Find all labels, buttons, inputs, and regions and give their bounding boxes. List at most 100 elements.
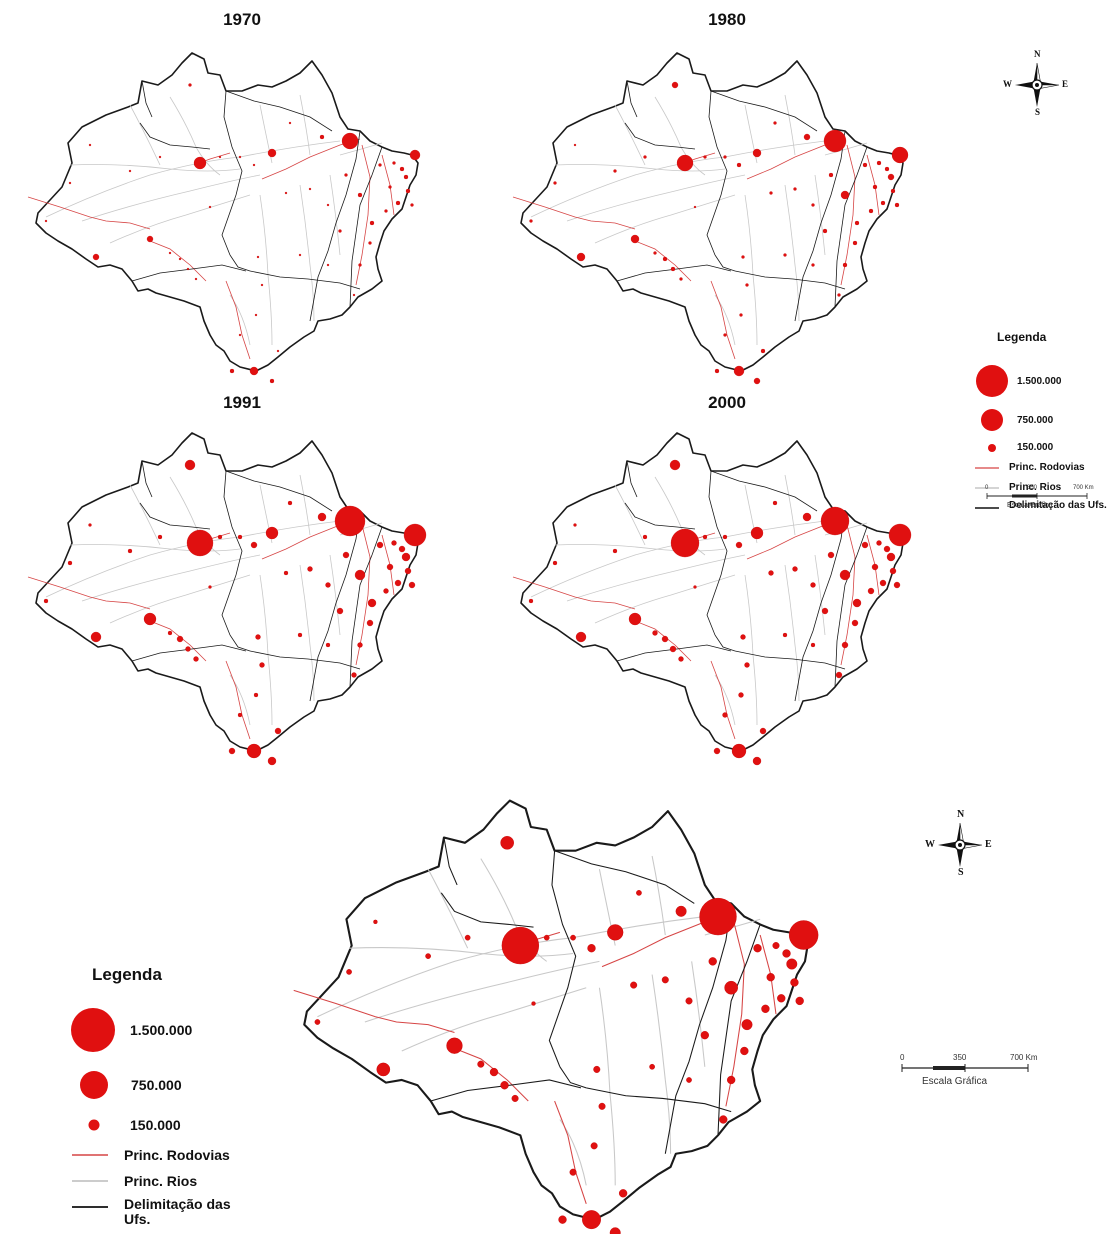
map-1991-region-outline	[35, 432, 419, 752]
map-1991-city-marker	[88, 523, 92, 527]
map-1991-city-marker	[367, 598, 377, 608]
map-1980-city-marker	[894, 202, 900, 208]
map-large-city-marker	[636, 890, 642, 896]
map-large-city-marker	[727, 1075, 736, 1085]
map-large-river	[349, 947, 574, 957]
legend-small-borders: Delimitação das Ufs.	[975, 500, 1109, 512]
map-large-city-marker	[598, 1102, 606, 1110]
map-1991-city-marker	[143, 612, 157, 626]
legend-large-title: Legenda	[92, 965, 162, 984]
compass-s: S	[958, 867, 964, 878]
map-large-city-marker	[786, 958, 798, 970]
map-large-river	[651, 855, 666, 936]
map-1980-city-marker	[828, 172, 834, 178]
map-1980-city-marker	[736, 162, 742, 168]
map-2000-city-marker	[835, 671, 843, 679]
map-2000-city-marker	[861, 541, 869, 549]
map-1970-city-marker	[128, 169, 132, 173]
map-1991-city-marker	[259, 662, 265, 668]
map-large-city-marker	[511, 1094, 519, 1102]
map-large-state-border	[440, 892, 534, 928]
map-1991-city-marker	[354, 569, 366, 581]
compass-top: N S E W	[1003, 49, 1068, 117]
map-1970-city-marker	[288, 121, 292, 125]
map-1980-city-marker	[703, 155, 707, 159]
map-large-city-marker	[593, 1065, 601, 1073]
map-2000-city-marker	[821, 607, 829, 615]
map-1970-city-marker	[269, 378, 275, 384]
map-2000-city-marker	[841, 641, 849, 649]
map-1980-city-marker	[529, 219, 533, 223]
map-1991-city-marker	[398, 545, 406, 553]
map-1991-state-border	[349, 526, 383, 688]
map-large-city-marker	[501, 926, 539, 965]
map-1980-city-marker	[890, 188, 896, 194]
map-1970-city-marker	[238, 333, 242, 337]
map-large-city-marker	[630, 981, 638, 989]
map-1980-city-marker	[840, 190, 850, 200]
legend-large-rivers: Princ. Rios	[72, 1173, 197, 1189]
map-1991-city-marker	[334, 505, 366, 537]
map-1991-city-marker	[307, 566, 313, 572]
map-large-city-marker	[719, 1115, 728, 1124]
map-large-city-marker	[425, 953, 431, 959]
map-2000-city-marker	[820, 506, 850, 536]
map-2000-city-marker	[867, 587, 875, 595]
map-2000-city-marker	[782, 632, 788, 638]
map-1991-city-marker	[127, 548, 133, 554]
map-1970-city-marker	[254, 313, 258, 317]
map-1991-city-marker	[404, 567, 412, 575]
map-1980-river	[654, 96, 706, 176]
map-1980-state-border	[616, 264, 732, 282]
map-large-state-border	[443, 837, 458, 886]
map-1970-city-marker	[369, 220, 375, 226]
map-large-city-marker	[570, 934, 576, 941]
map-2000-river	[784, 474, 796, 536]
map-1980-city-marker	[676, 154, 694, 172]
map-1970-city-marker	[395, 200, 401, 206]
map-1980-city-marker	[842, 262, 848, 268]
map-2000-river	[566, 554, 746, 602]
map-2000-river	[784, 564, 800, 702]
map-2000-city-marker	[552, 560, 558, 566]
map-1970-city-marker	[399, 166, 405, 172]
map-1980-city-marker	[613, 169, 617, 173]
map-1991	[27, 432, 427, 766]
map-2000-city-marker	[772, 500, 778, 506]
map-1980-city-marker	[693, 205, 697, 209]
map-1991-city-marker	[157, 534, 163, 540]
map-large-city-marker	[500, 836, 514, 850]
map-1970-city-marker	[88, 143, 92, 147]
map-1991-state-border	[249, 650, 361, 670]
compass-e: E	[985, 839, 992, 850]
map-1970-state-border	[229, 254, 251, 272]
map-1991-city-marker	[274, 727, 282, 735]
map-2000-river	[554, 544, 726, 552]
map-1991-city-marker	[208, 585, 212, 589]
map-1970-city-marker	[341, 132, 359, 150]
map-1970-city-marker	[358, 263, 362, 267]
map-1980-river	[784, 94, 796, 156]
map-1980-state-border	[734, 270, 846, 290]
map-2000-river	[594, 574, 736, 624]
map-large-city-marker	[464, 934, 471, 941]
map-1991-city-marker	[383, 588, 389, 594]
map-1970-road	[149, 240, 207, 282]
map-large-city-marker	[618, 1189, 628, 1198]
map-1970-city-marker	[178, 257, 182, 261]
map-1970-city-marker	[168, 251, 172, 255]
circle-medium-icon	[981, 409, 1003, 431]
map-large-city-marker	[685, 997, 693, 1005]
map-1980-city-marker	[783, 253, 787, 257]
map-2000-city-marker	[612, 548, 618, 554]
map-2000-city-marker	[722, 712, 728, 718]
border-line-icon	[72, 1206, 108, 1208]
map-2000-city-marker	[702, 534, 708, 540]
map-large-state-border	[664, 903, 732, 1154]
map-1991-city-marker	[253, 692, 259, 698]
map-2000-river	[614, 484, 646, 546]
map-1970-state-border	[131, 264, 247, 282]
map-1970-river	[329, 174, 341, 256]
map-1980-road	[710, 280, 736, 360]
map-1991-city-marker	[297, 632, 303, 638]
